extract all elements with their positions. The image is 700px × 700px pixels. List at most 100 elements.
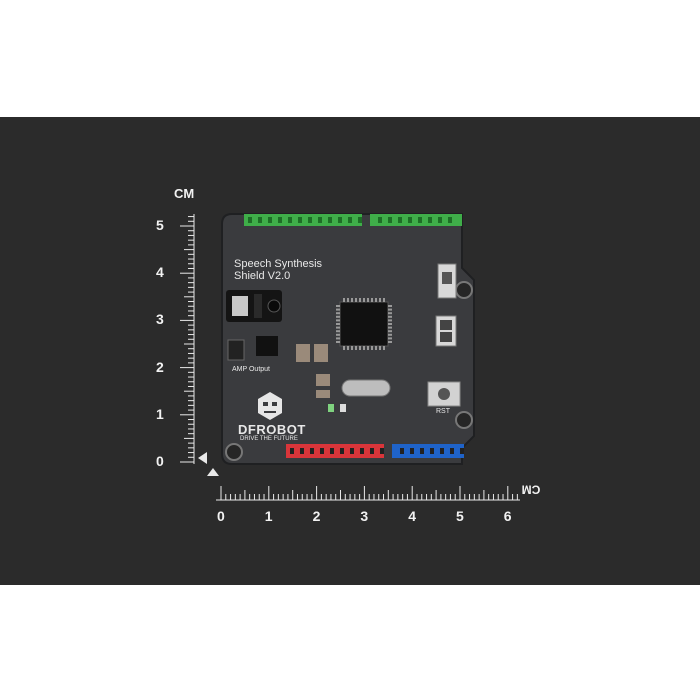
header-pin bbox=[440, 448, 444, 454]
header-pin bbox=[340, 448, 344, 454]
vertical-ruler-label: 1 bbox=[156, 405, 164, 422]
header-pin bbox=[298, 217, 302, 223]
pcb-board bbox=[221, 213, 475, 465]
header-pin bbox=[380, 448, 384, 454]
amp-output-label: AMP Output bbox=[232, 366, 271, 373]
chip-leg bbox=[367, 298, 369, 302]
vertical-ruler-label: 4 bbox=[156, 264, 164, 281]
chip-leg bbox=[336, 308, 340, 311]
chip-leg bbox=[343, 346, 345, 350]
capacitor bbox=[316, 390, 330, 398]
chip-leg bbox=[367, 346, 369, 350]
header-pin bbox=[320, 448, 324, 454]
reset-label: RST bbox=[436, 408, 450, 415]
brand-name: DFROBOT bbox=[238, 422, 306, 437]
chip-leg bbox=[388, 312, 392, 315]
chip-leg bbox=[388, 326, 392, 329]
chip-leg bbox=[375, 298, 377, 302]
chip-leg bbox=[336, 326, 340, 329]
header-pin bbox=[328, 217, 332, 223]
chip-leg bbox=[343, 298, 345, 302]
main-chip bbox=[339, 301, 389, 347]
header-pin bbox=[350, 448, 354, 454]
header-pin bbox=[288, 217, 292, 223]
origin-marker-icon-2 bbox=[207, 468, 219, 476]
chip-leg bbox=[336, 315, 340, 318]
vertical-ruler-label: 2 bbox=[156, 358, 164, 375]
horizontal-ruler-label: 1 bbox=[264, 508, 273, 524]
chip-leg bbox=[336, 319, 340, 322]
chip-leg bbox=[388, 305, 392, 307]
chip-leg bbox=[351, 346, 353, 350]
chip-leg bbox=[336, 312, 340, 315]
header-pin bbox=[290, 448, 294, 454]
header-pin bbox=[450, 448, 454, 454]
horizontal-ruler-label: 6 bbox=[503, 508, 512, 524]
chip-leg bbox=[336, 333, 340, 336]
header-pin bbox=[258, 217, 262, 223]
header-pin bbox=[348, 217, 352, 223]
chip-leg bbox=[371, 346, 373, 350]
vertical-ruler-label: 5 bbox=[156, 217, 164, 233]
chip-leg bbox=[388, 323, 392, 325]
header-pin bbox=[398, 217, 402, 223]
vertical-ruler-label: 3 bbox=[156, 311, 164, 328]
header-pin bbox=[420, 448, 424, 454]
header-pin bbox=[460, 448, 464, 454]
chip-leg bbox=[355, 298, 357, 302]
header-green-left bbox=[244, 214, 362, 226]
header-blue bbox=[392, 444, 464, 458]
header-pin bbox=[358, 217, 362, 223]
chip-leg bbox=[379, 346, 381, 350]
vertical-ruler-label: 0 bbox=[156, 453, 164, 469]
chip-leg bbox=[336, 337, 340, 340]
chip-leg bbox=[351, 298, 353, 302]
mount-hole bbox=[455, 281, 473, 299]
header-pin bbox=[378, 217, 382, 223]
horizontal-ruler-label: 5 bbox=[456, 508, 464, 524]
chip-leg bbox=[375, 346, 377, 350]
amp-chip bbox=[256, 336, 278, 356]
chip-leg bbox=[347, 346, 349, 350]
horizontal-ruler bbox=[216, 486, 520, 501]
header-pin bbox=[370, 448, 374, 454]
mount-hole bbox=[455, 411, 473, 429]
chip-leg bbox=[388, 330, 392, 333]
chip-leg bbox=[336, 341, 340, 343]
vertical-ruler-unit: CM bbox=[174, 186, 195, 201]
header-pin bbox=[278, 217, 282, 223]
horizontal-ruler-label: 2 bbox=[312, 508, 321, 524]
chip-leg bbox=[359, 346, 361, 350]
crystal bbox=[341, 379, 391, 397]
horizontal-ruler-label: 4 bbox=[408, 508, 416, 524]
mount-hole bbox=[225, 443, 243, 461]
vertical-ruler bbox=[180, 214, 195, 464]
header-pin bbox=[330, 448, 334, 454]
chip-leg bbox=[388, 333, 392, 336]
header-pin bbox=[430, 448, 434, 454]
chip-leg bbox=[363, 298, 365, 302]
header-pin bbox=[268, 217, 272, 223]
header-pin bbox=[310, 448, 314, 454]
header-pin bbox=[360, 448, 364, 454]
header-red bbox=[286, 444, 384, 458]
chip-leg bbox=[336, 330, 340, 333]
header-pin bbox=[418, 217, 422, 223]
chip-leg bbox=[355, 346, 357, 350]
header-pin bbox=[318, 217, 322, 223]
chip-leg bbox=[336, 323, 340, 325]
header-pin bbox=[308, 217, 312, 223]
capacitor bbox=[316, 374, 330, 386]
header-pin bbox=[428, 217, 432, 223]
chip-leg bbox=[388, 315, 392, 318]
chip-leg bbox=[371, 298, 373, 302]
header-pin bbox=[410, 448, 414, 454]
chip-leg bbox=[347, 298, 349, 302]
led bbox=[340, 404, 346, 412]
chip-leg bbox=[383, 298, 385, 302]
chip-leg bbox=[388, 337, 392, 340]
header-pin bbox=[248, 217, 252, 223]
chip-leg bbox=[336, 305, 340, 307]
horizontal-ruler-label: 3 bbox=[360, 508, 369, 524]
